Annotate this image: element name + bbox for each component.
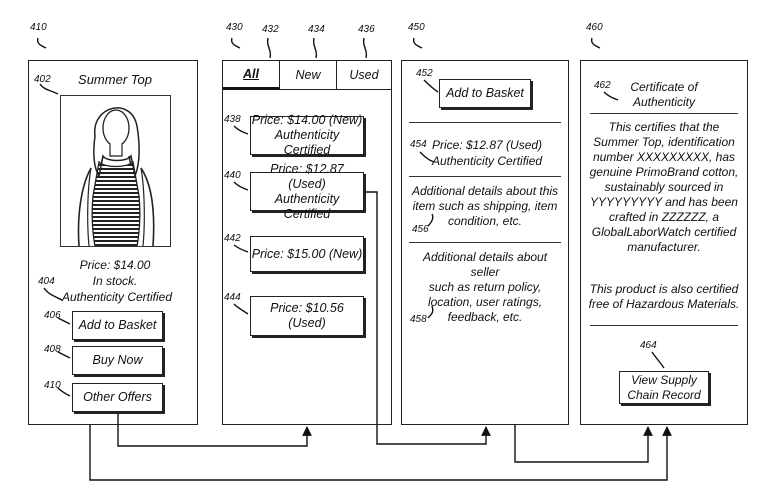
ref-434: 434 [308, 24, 325, 35]
certificate-materials: This product is also certified free of H… [588, 282, 740, 311]
detail-certified: Authenticity Certified [432, 154, 543, 168]
ref-452: 452 [416, 68, 433, 79]
product-price: Price: $14.00 [79, 258, 151, 272]
offer-item[interactable]: Price: $14.00 (New) Authenticity Certifi… [250, 113, 364, 157]
ref-444: 444 [224, 292, 241, 303]
divider [590, 325, 738, 326]
item-details-text: Additional details about this item such … [411, 184, 559, 228]
tab-all-label: All [243, 67, 259, 81]
offer-item[interactable]: Price: $15.00 (New) [250, 236, 364, 272]
ref-430: 430 [226, 22, 243, 33]
product-title: Summer Top [78, 72, 152, 87]
tab-new[interactable]: New [280, 61, 337, 90]
tab-new-label: New [295, 68, 321, 82]
buy-now-button[interactable]: Buy Now [72, 346, 163, 375]
divider [409, 176, 561, 177]
add-to-basket-button[interactable]: Add to Basket [72, 311, 163, 340]
ref-408: 408 [44, 344, 61, 355]
ref-410-button: 410 [44, 380, 61, 391]
product-image [60, 95, 171, 247]
offer-item[interactable]: Price: $10.56 (Used) [250, 296, 364, 336]
ref-456: 456 [412, 224, 429, 235]
ref-404: 404 [38, 276, 55, 287]
shirt-model-icon [77, 107, 155, 246]
tab-used[interactable]: Used [337, 61, 391, 90]
ref-410-panel: 410 [30, 22, 47, 33]
ref-402: 402 [34, 74, 51, 85]
seller-details-text: Additional details about seller such as … [422, 250, 548, 324]
ref-406: 406 [44, 310, 61, 321]
ref-450: 450 [408, 22, 425, 33]
tab-used-label: Used [349, 68, 379, 82]
offer-item[interactable]: Price: $12.87 (Used) Authenticity Certif… [250, 162, 364, 221]
ref-458: 458 [410, 314, 427, 325]
divider [590, 113, 738, 114]
divider [409, 242, 561, 243]
ref-436: 436 [358, 24, 375, 35]
detail-price: Price: $12.87 (Used) [432, 138, 543, 152]
ref-442: 442 [224, 233, 241, 244]
ref-432: 432 [262, 24, 279, 35]
other-offers-button[interactable]: Other Offers [72, 383, 163, 412]
product-stock: In stock. [92, 274, 138, 288]
ref-440: 440 [224, 170, 241, 181]
certificate-body: This certifies that the Summer Top, iden… [589, 120, 739, 254]
product-certified: Authenticity Certified [61, 290, 173, 304]
ref-454: 454 [410, 139, 427, 150]
ref-462: 462 [594, 80, 611, 91]
ref-438: 438 [224, 114, 241, 125]
divider [409, 122, 561, 123]
view-supply-chain-button[interactable]: View Supply Chain Record [619, 371, 709, 404]
tab-all[interactable]: All [223, 61, 280, 90]
ref-460: 460 [586, 22, 603, 33]
certificate-title: Certificate of Authenticity [630, 80, 698, 109]
detail-add-to-basket-button[interactable]: Add to Basket [439, 79, 531, 108]
ref-464: 464 [640, 340, 657, 351]
